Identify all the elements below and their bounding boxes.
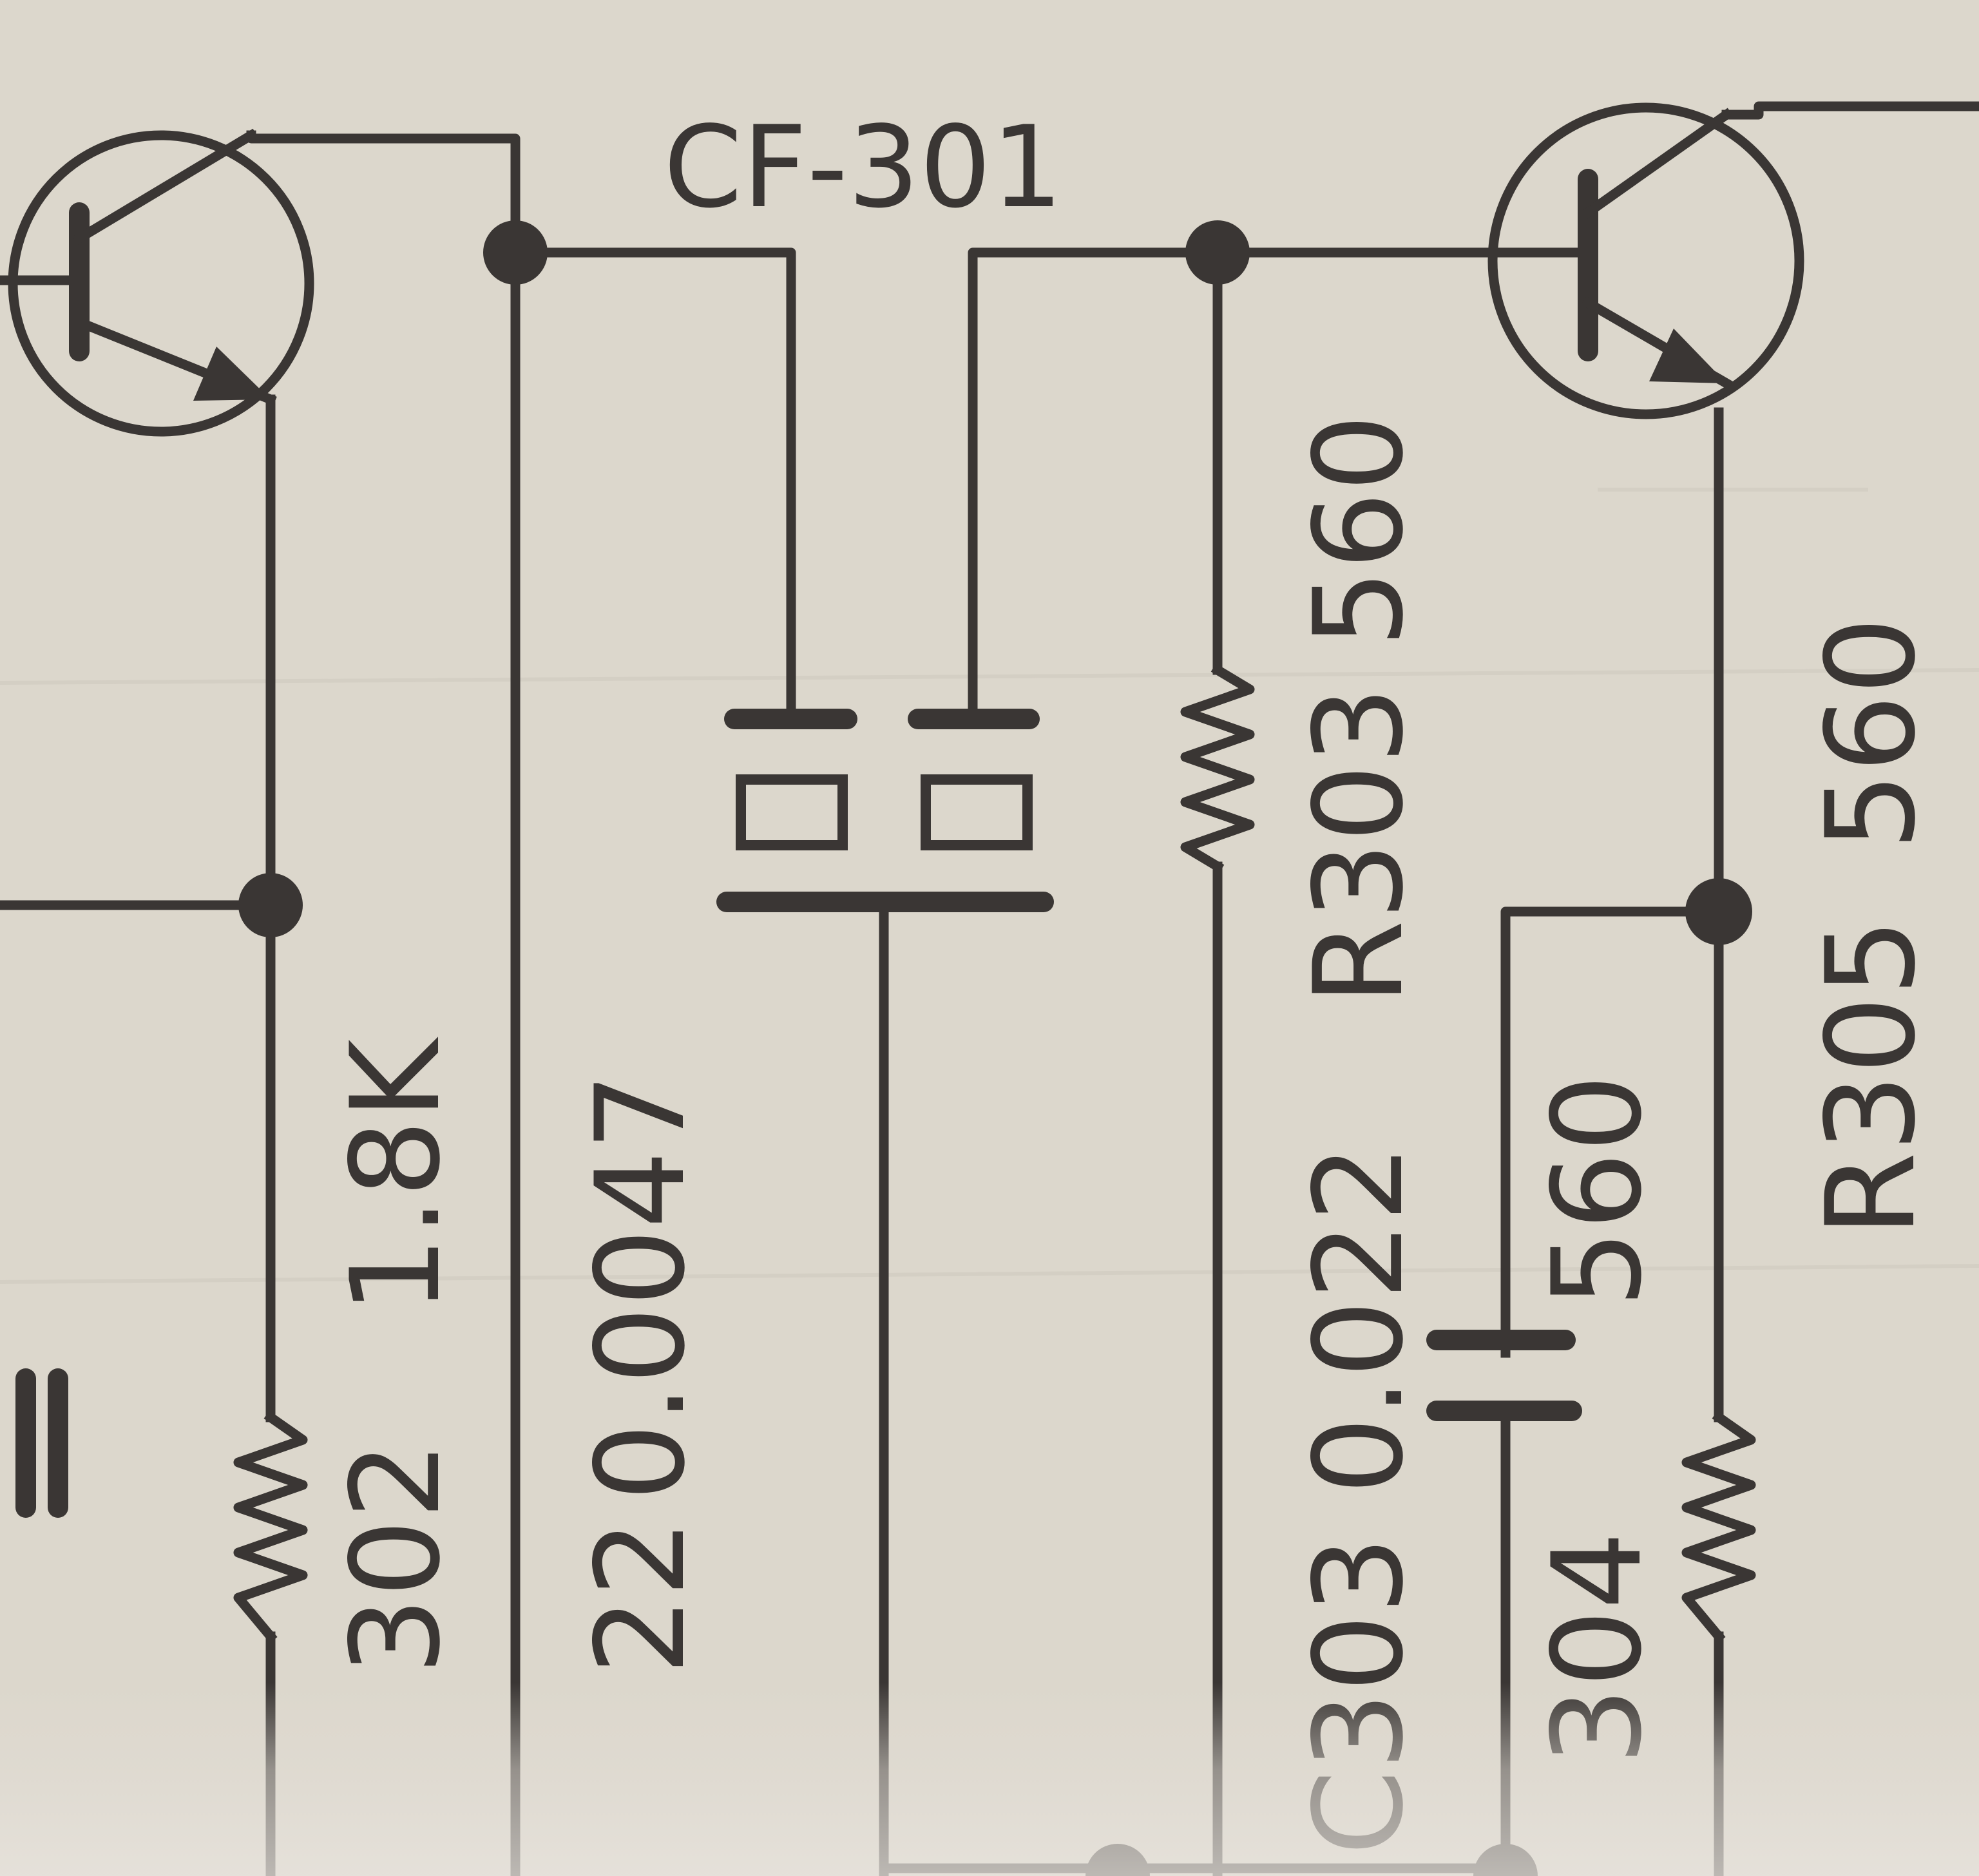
label-r303-value: 560 [1288, 414, 1430, 647]
ceramic-filter-cf301 [510, 247, 1223, 1876]
label-r304-value: 560 [1526, 1074, 1668, 1308]
label-r305-ref: R305 [1800, 918, 1942, 1237]
label-r303-ref: R303 [1288, 686, 1430, 1005]
capacitor-fragment-left [15, 1368, 68, 1518]
wire-emitter-left [0, 394, 276, 1876]
wire-collector-left [246, 130, 521, 1876]
junction-node-left [238, 873, 303, 937]
label-c302-value: 0.0047 [569, 1073, 712, 1501]
label-c303-ref: C303 [1288, 1536, 1430, 1855]
label-cf301: CF-301 [664, 102, 1063, 233]
label-r305-value: 560 [1800, 617, 1942, 850]
label-r302-ref: 302 [325, 1441, 467, 1675]
label-r304-ref: 304 [1526, 1531, 1668, 1765]
resistor-r303 [1180, 247, 1255, 1876]
resistor-r302 [233, 1410, 308, 1643]
label-r302-value: 1.8K [325, 1037, 467, 1314]
resistor-r305 [1681, 1410, 1756, 1643]
paper-texture [0, 488, 1979, 1284]
capacitor-c303 [1426, 1330, 1582, 1421]
transistor-left [0, 128, 314, 437]
label-c303-value: 0.022 [1288, 1144, 1430, 1495]
label-c302-ref: 22 [569, 1519, 712, 1675]
transistor-right [1487, 101, 1979, 419]
junction-node-emitter-right [1685, 878, 1752, 945]
